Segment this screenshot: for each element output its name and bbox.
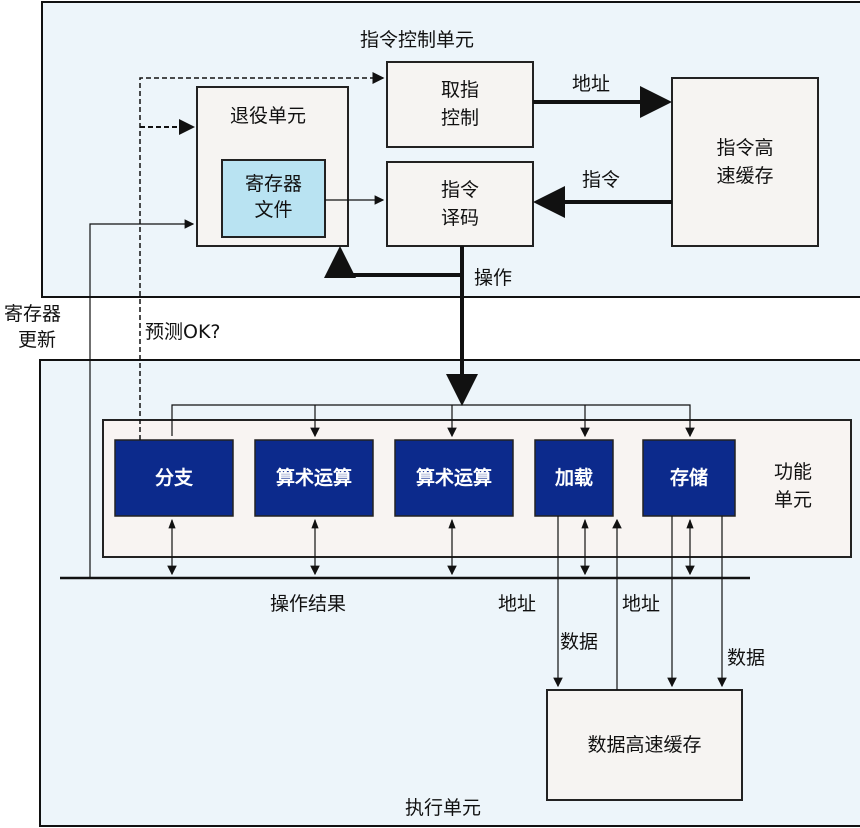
register-updates-label-1: 寄存器 bbox=[4, 303, 62, 325]
instruction-label: 指令 bbox=[582, 169, 621, 191]
register-file-label-1: 寄存器 bbox=[244, 173, 302, 195]
fetch-control-label-2: 控制 bbox=[440, 107, 479, 129]
operations-label: 操作 bbox=[474, 267, 513, 289]
address-load-label: 地址 bbox=[498, 593, 537, 615]
icache-label-1: 指令高 bbox=[716, 137, 774, 159]
data-store-label: 数据 bbox=[727, 647, 766, 669]
fetch-control-box bbox=[386, 61, 534, 148]
arith-unit-label-1: 算术运算 bbox=[275, 467, 352, 489]
load-unit-box bbox=[534, 439, 614, 517]
retirement-unit-label: 退役单元 bbox=[230, 105, 307, 127]
arith-unit-label-2: 算术运算 bbox=[415, 467, 492, 489]
icache-label-2: 速缓存 bbox=[716, 165, 774, 187]
dcache-label: 数据高速缓存 bbox=[587, 734, 702, 756]
store-unit-label: 存储 bbox=[669, 467, 708, 489]
register-file-box bbox=[221, 159, 326, 238]
branch-unit-label: 分支 bbox=[154, 467, 193, 489]
address-store-label: 地址 bbox=[622, 593, 661, 615]
execution-unit-label: 执行单元 bbox=[405, 797, 482, 819]
instruction-control-title: 指令控制单元 bbox=[360, 29, 475, 51]
arith-unit-box-2 bbox=[394, 439, 514, 517]
arith-unit-box-1 bbox=[254, 439, 374, 517]
fetch-control-label-1: 取指 bbox=[440, 79, 479, 101]
icache-box bbox=[671, 77, 819, 247]
register-updates-label-2: 更新 bbox=[18, 329, 57, 351]
functional-units-label-2: 单元 bbox=[774, 489, 813, 511]
store-unit-box bbox=[642, 439, 736, 517]
load-unit-label: 加载 bbox=[554, 467, 593, 489]
decode-label-1: 指令 bbox=[440, 179, 479, 201]
data-load-label: 数据 bbox=[560, 631, 599, 653]
decode-box bbox=[386, 161, 534, 247]
address-label-top: 地址 bbox=[572, 73, 611, 95]
register-file-label-2: 文件 bbox=[254, 199, 293, 221]
operation-results-label: 操作结果 bbox=[270, 593, 347, 615]
decode-label-2: 译码 bbox=[440, 207, 479, 229]
branch-unit-box bbox=[114, 439, 234, 517]
prediction-ok-label: 预测OK? bbox=[145, 321, 221, 343]
functional-units-label-1: 功能 bbox=[774, 461, 813, 483]
dcache-box bbox=[546, 689, 743, 801]
